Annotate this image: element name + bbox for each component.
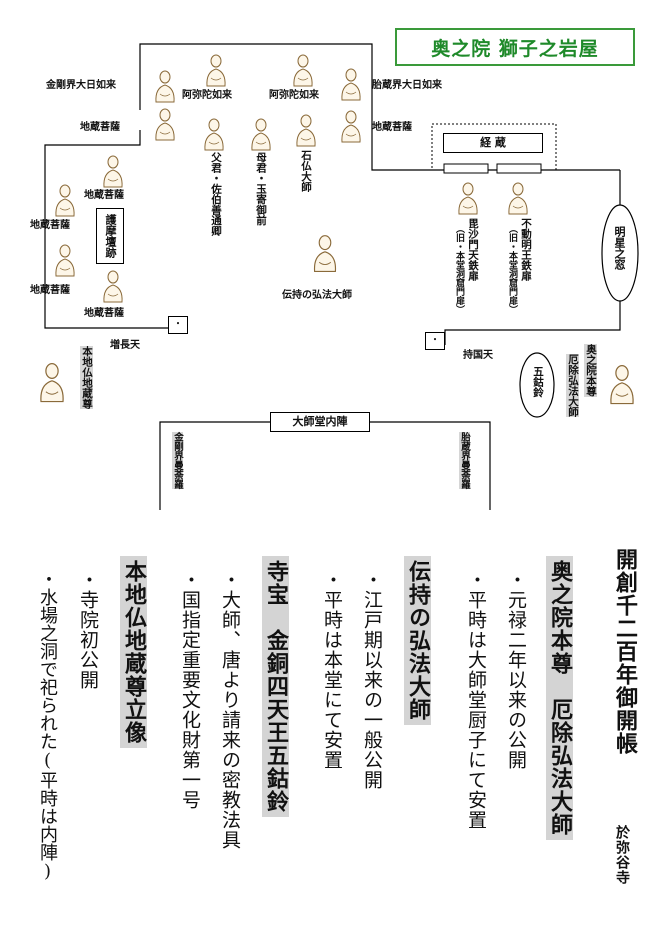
daishido-box: 大師堂内陣 [270, 412, 370, 432]
label-kongokai-dainichi: 金剛界大日如来 [46, 80, 116, 91]
item-bullet: ・平時は本堂にて安置 [321, 570, 343, 770]
dot-box-1: ・ [168, 316, 188, 334]
statue-icon [103, 155, 123, 188]
statue-icon [341, 110, 361, 143]
label-kongokai-mandara: 金剛界曼荼羅 [172, 432, 183, 489]
label-bishamon-note: （旧・本堂洞窟門扉） [454, 224, 464, 314]
label-jizo-inner: 地蔵菩薩 [84, 190, 124, 201]
label-amida-2: 阿弥陀如来 [269, 90, 319, 101]
label-fudo: 不動明王鉄扉 [520, 218, 532, 281]
item-bullet: ・平時は大師堂厨子にて安置 [465, 570, 487, 830]
item-bullet: ・元禄二年以来の公開 [505, 570, 527, 770]
diagram-title: 奥之院 獅子之岩屋 [395, 28, 635, 66]
item-bullet: ・江戸期以来の一般公開 [361, 570, 383, 790]
statue-icon [206, 54, 226, 87]
statue-icon [508, 182, 528, 215]
item-heading-denji: 伝持の弘法大師 [404, 556, 431, 725]
statue-icon [55, 244, 75, 277]
label-taizokai-dainichi: 胎蔵界大日如来 [372, 80, 442, 91]
heading-kaicho: 開創千二百年御開帳 [612, 548, 638, 755]
goma-box: 護摩壇跡 [96, 208, 124, 264]
label-amida-1: 阿弥陀如来 [182, 90, 232, 101]
statue-icon [610, 365, 634, 405]
statue-icon [40, 363, 64, 403]
label-taizokai-mandara: 胎蔵界曼荼羅 [459, 432, 470, 489]
label-fudo-note: （旧・本堂洞窟門扉） [507, 224, 517, 314]
item-heading-okunoin: 奥之院本尊 厄除弘法大師 [546, 556, 573, 840]
label-jizo-l1: 地蔵菩薩 [30, 220, 70, 231]
statue-icon [155, 108, 175, 141]
label-zochoten: 増長天 [110, 340, 140, 351]
heading-location: 於弥谷寺 [614, 825, 630, 885]
statue-icon [313, 235, 337, 273]
floor-plan-lines [44, 43, 639, 510]
statue-icon [293, 54, 313, 87]
label-hahagimi: 母君・玉寄御前 [255, 152, 267, 226]
label-okunoin: 奥之院本尊 [584, 344, 597, 397]
label-jizo-left-top: 地蔵菩薩 [80, 122, 120, 133]
item-bullet: ・寺院初公開 [77, 570, 99, 690]
statue-icon [204, 118, 224, 151]
item-bullet: ・大師、唐より請来の密教法具 [219, 570, 241, 850]
label-jizo-bottom: 地蔵菩薩 [84, 308, 124, 319]
label-jizo-right-top: 地蔵菩薩 [372, 122, 412, 133]
statue-icon [155, 70, 175, 103]
item-heading-jiho: 寺宝 金銅四天王五鈷鈴 [262, 556, 289, 817]
statue-icon [103, 270, 123, 303]
label-jikokuten: 持国天 [463, 350, 493, 361]
kyozo-box: 経 蔵 [443, 133, 543, 153]
item-heading-honji: 本地仏地蔵尊立像 [120, 556, 147, 748]
label-gokorei: 五鈷鈴 [532, 366, 544, 398]
label-myojo: 明星之窓 [613, 226, 626, 270]
label-denji-daishi: 伝持の弘法大師 [282, 290, 352, 301]
statue-icon [458, 182, 478, 215]
label-ishibotoke: 石仏大師 [300, 150, 312, 192]
label-yakuyoke: 厄除弘法大師 [566, 354, 579, 417]
statue-icon [296, 114, 316, 147]
statue-icon [251, 118, 271, 151]
label-chichigimi: 父君・佐伯善通卿 [210, 152, 222, 236]
item-bullet: ・国指定重要文化財第一号 [179, 570, 201, 810]
statue-icon [55, 184, 75, 217]
item-bullet: ・水場之洞で祀られた(平時は内陣) [37, 570, 58, 882]
dot-box-2: ・ [425, 332, 445, 350]
label-jizo-l2: 地蔵菩薩 [30, 285, 70, 296]
statue-icon [341, 68, 361, 101]
label-bishamon: 毘沙門天鉄扉 [467, 218, 479, 281]
label-honji-jizo: 本地仏地蔵尊 [80, 346, 93, 409]
